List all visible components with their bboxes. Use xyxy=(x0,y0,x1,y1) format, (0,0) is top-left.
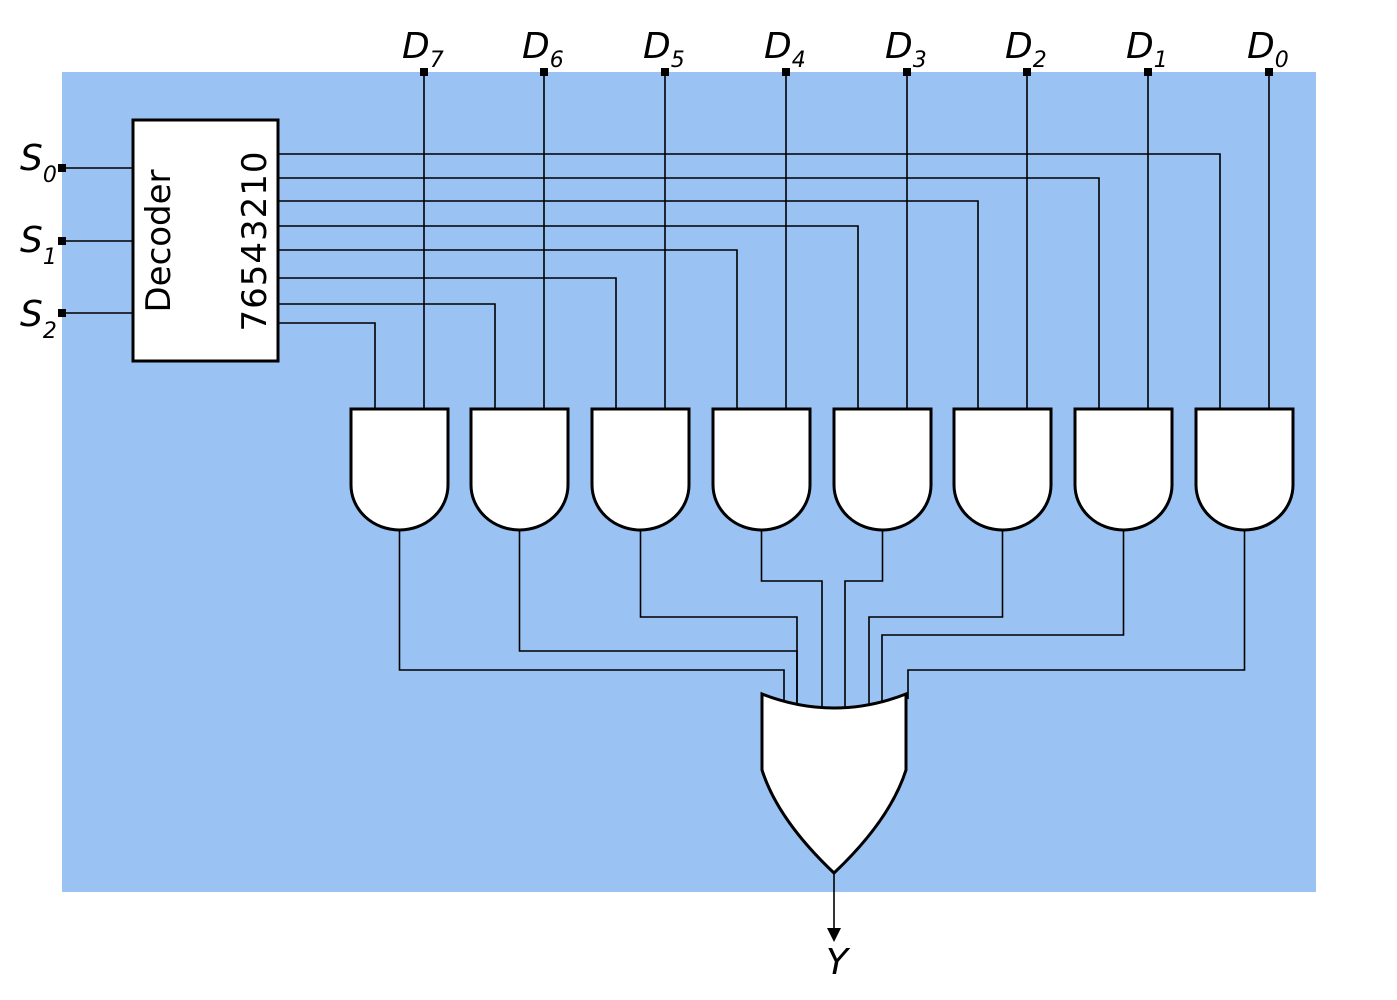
decoder-wire-d4 xyxy=(278,249,738,409)
decoder-wire-d6 xyxy=(278,303,496,409)
select-label-s0: S0 xyxy=(20,138,57,188)
decoder-wire-d2 xyxy=(278,200,979,409)
decoder-block xyxy=(131,118,280,363)
data-terminal-d2 xyxy=(1023,68,1031,76)
terminals xyxy=(58,68,1273,942)
data-label-d3: D3 xyxy=(885,26,927,73)
select-label-s2: S2 xyxy=(20,294,57,344)
select-label-s1: S1 xyxy=(20,220,57,270)
decoder-wire-d0 xyxy=(278,153,1221,409)
data-terminal-d4 xyxy=(782,68,790,76)
data-label-d1: D1 xyxy=(1126,26,1168,73)
data-terminal-d5 xyxy=(661,68,669,76)
or-gate xyxy=(760,691,908,876)
or-input-wire-d2 xyxy=(868,530,1004,704)
decoder-output-labels: 76543210 xyxy=(235,150,275,331)
or-input-wire-d1 xyxy=(881,530,1125,703)
decoder-title: Decoder xyxy=(139,169,179,312)
and-gate-d3 xyxy=(832,407,933,532)
select-terminal-s0 xyxy=(58,164,66,172)
data-terminal-d1 xyxy=(1144,68,1152,76)
decoder-wire-d3 xyxy=(278,225,859,409)
data-label-d7: D7 xyxy=(402,26,444,73)
and-gate-d1 xyxy=(1073,407,1174,532)
and-gate-d2 xyxy=(952,407,1053,532)
and-gate-d0 xyxy=(1194,407,1295,532)
select-terminal-s2 xyxy=(58,309,66,317)
decoder-wire-d7 xyxy=(278,322,376,409)
decoder-wire-d5 xyxy=(278,277,617,409)
data-terminal-d3 xyxy=(903,68,911,76)
data-terminal-d7 xyxy=(420,68,428,76)
data-terminal-d0 xyxy=(1265,68,1273,76)
or-input-wire-d5 xyxy=(639,530,798,704)
and-gate-d4 xyxy=(711,407,812,532)
or-input-wire-d3 xyxy=(844,530,884,707)
gates xyxy=(349,407,1295,876)
and-gate-d6 xyxy=(469,407,570,532)
data-terminal-d6 xyxy=(540,68,548,76)
output-arrow-icon xyxy=(827,928,841,942)
or-input-wire-d4 xyxy=(760,530,823,707)
or-input-wire-d7 xyxy=(398,530,785,702)
output-label-y: Y xyxy=(826,942,851,983)
data-label-d5: D5 xyxy=(643,26,685,73)
and-gate-d7 xyxy=(349,407,450,532)
or-input-wire-d0 xyxy=(907,530,1246,700)
wires xyxy=(62,72,1270,930)
select-terminal-s1 xyxy=(58,237,66,245)
data-label-d4: D4 xyxy=(764,26,806,73)
data-label-d0: D0 xyxy=(1247,26,1289,73)
decoder-wire-d1 xyxy=(278,177,1100,409)
and-gate-d5 xyxy=(590,407,691,532)
data-label-d2: D2 xyxy=(1005,26,1047,73)
data-label-d6: D6 xyxy=(522,26,564,73)
